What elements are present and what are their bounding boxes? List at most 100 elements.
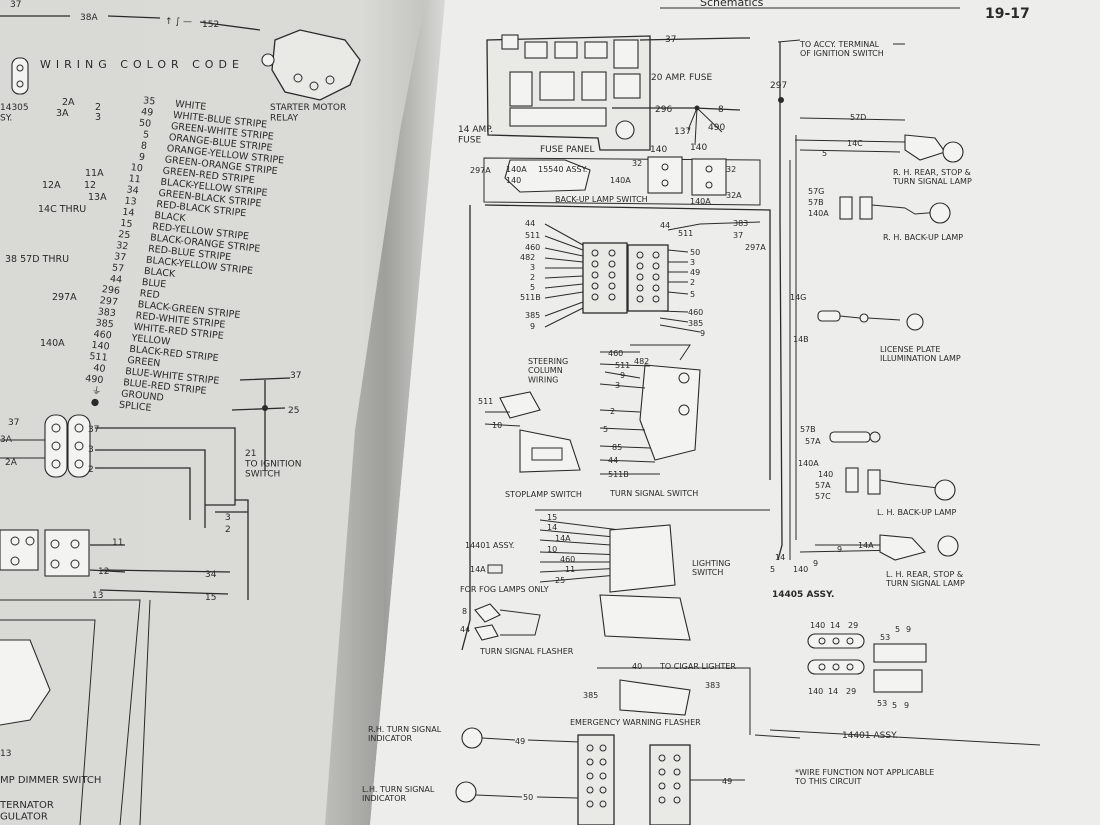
cd-top-14: 14 bbox=[830, 621, 840, 630]
color-code-number: 296 bbox=[101, 284, 120, 297]
rc-wire-2: 511 bbox=[678, 229, 693, 238]
ts-wire-85: 85 bbox=[612, 443, 622, 452]
ls-wire-15: 15 bbox=[547, 513, 557, 522]
page-gutter bbox=[325, 0, 445, 825]
flasher-wire-8: 8 bbox=[462, 607, 467, 616]
cd-top-9: 9 bbox=[906, 625, 911, 634]
color-code-alias: 38 57D THRU bbox=[5, 254, 69, 265]
lc-wire-1: 44 bbox=[525, 219, 535, 228]
ind-wire-50: 50 bbox=[523, 793, 533, 802]
emergency-flasher-label: EMERGENCY WARNING FLASHER bbox=[570, 718, 701, 727]
color-code-name: WHITE bbox=[175, 99, 207, 113]
ef-wire-383: 383 bbox=[705, 681, 720, 690]
connector-14401-detail: 140 14 29 53 5 9 140 14 29 53 5 9 14401 … bbox=[754, 621, 1041, 786]
color-code-name: SPLICE bbox=[118, 400, 151, 414]
ls-wire-10: 10 bbox=[547, 545, 557, 554]
color-code-name: RED bbox=[139, 288, 160, 301]
assy-14405-label: 14405 ASSY. bbox=[772, 590, 834, 600]
rw-9: 9 bbox=[837, 545, 842, 554]
cigar-lighter-label: TO CIGAR LIGHTER bbox=[659, 662, 736, 671]
color-code-alias: 297A bbox=[52, 292, 77, 303]
backup-wire-32a: 32A bbox=[726, 191, 742, 200]
cd-bot-9: 9 bbox=[904, 701, 909, 710]
ls-wire-460: 460 bbox=[560, 555, 575, 564]
bottom-connector-right bbox=[649, 744, 691, 825]
ts-wire-2: 2 bbox=[610, 407, 615, 416]
fuse-panel-diagram: FUSE PANEL 20 AMP. FUSE 14 AMP.FUSE 37 2… bbox=[458, 34, 750, 155]
fuse-wire-490: 490 bbox=[708, 123, 725, 133]
rw-57c: 57C bbox=[815, 492, 831, 501]
fuse-14-label: 14 AMP.FUSE bbox=[458, 125, 493, 145]
backup-wire-32b: 32 bbox=[726, 165, 736, 174]
rc-wire-10: 9 bbox=[700, 329, 705, 338]
rc-wire-383: 383 bbox=[733, 219, 748, 228]
color-code-alias-short: 3 bbox=[95, 112, 101, 123]
color-code-number: 13 bbox=[124, 196, 137, 208]
lp-w-37c: 37 bbox=[88, 425, 99, 435]
lh-rear-lamp-label: L. H. REAR, STOP &TURN SIGNAL LAMP bbox=[885, 570, 965, 588]
header-fragment: Schematics bbox=[700, 0, 764, 9]
ts-wire-511b: 511B bbox=[608, 470, 629, 479]
color-code-number: 49 bbox=[141, 106, 154, 118]
backup-lamp-switch: 140A 140 15540 ASSY. 32 32 32A 140A 140A… bbox=[470, 156, 761, 206]
stoplamp-wire-511: 511 bbox=[478, 397, 493, 406]
color-code-number: 490 bbox=[85, 373, 104, 386]
cd-top-29: 29 bbox=[848, 621, 858, 630]
main-harness-wire bbox=[461, 205, 471, 651]
backup-switch-label: BACK-UP LAMP SWITCH bbox=[555, 195, 648, 204]
backup-wire-140a-b: 140A bbox=[610, 176, 631, 185]
rw-14g: 14G bbox=[790, 293, 806, 302]
rh-backup-label: R. H. BACK-UP LAMP bbox=[883, 233, 963, 242]
backup-wire-140: 140 bbox=[506, 176, 521, 185]
rc-wire-297a: 297A bbox=[745, 243, 766, 252]
color-code-number: 383 bbox=[97, 306, 116, 319]
rw-57a: 57A bbox=[805, 437, 821, 446]
ts-wire-5: 5 bbox=[603, 425, 608, 434]
lp-w-2a: 2A bbox=[5, 458, 18, 468]
stoplamp-switch: 511 10 STOPLAMP SWITCH bbox=[478, 391, 582, 499]
color-code-alias: 11A bbox=[85, 168, 104, 179]
turn-signal-switch-label: TURN SIGNAL SWITCH bbox=[609, 489, 698, 498]
color-code-name: BLUE bbox=[141, 277, 166, 290]
ts-wire-482: 482 bbox=[634, 357, 649, 366]
lc-wire-10: 9 bbox=[530, 322, 535, 331]
fuse-wire-140: 140 bbox=[690, 143, 707, 153]
lc-wire-2: 511 bbox=[525, 231, 540, 240]
ls-wire-25: 25 bbox=[555, 576, 565, 585]
cd-bot-29: 29 bbox=[846, 687, 856, 696]
color-code-alias: 3A bbox=[56, 108, 69, 119]
lp-w-11: 11 bbox=[112, 538, 123, 548]
color-code-number: 8 bbox=[140, 140, 147, 152]
ind-wire-49b: 49 bbox=[722, 777, 732, 786]
color-code-name: BLACK bbox=[143, 266, 176, 280]
color-code-number: 57 bbox=[111, 262, 124, 274]
left-page-shape bbox=[0, 0, 425, 825]
rw-5: 5 bbox=[822, 149, 827, 158]
rw-57d: 57D bbox=[850, 113, 866, 122]
color-code-number: 44 bbox=[109, 274, 122, 286]
color-code-number: 297 bbox=[99, 295, 118, 308]
steering-column-connector-left: 44 511 460 482 3 2 5 511B 385 9 bbox=[520, 219, 628, 331]
color-code-number: 34 bbox=[126, 184, 139, 196]
color-code-number: 40 bbox=[93, 363, 106, 375]
lh-backup-label: L. H. BACK-UP LAMP bbox=[877, 508, 956, 517]
color-code-number: 32 bbox=[116, 240, 129, 252]
color-code-number: ⏚ bbox=[91, 385, 102, 397]
cd-top-140: 140 bbox=[810, 621, 825, 630]
lp-w-13b: 13 bbox=[0, 749, 11, 759]
rw-140a: 140A bbox=[808, 209, 829, 218]
color-code-alias: 13A bbox=[88, 192, 107, 203]
color-code-number: 9 bbox=[138, 152, 145, 164]
lc-wire-5: 3 bbox=[530, 263, 535, 272]
bottom-connector-left bbox=[577, 734, 615, 825]
assy-14401-label: 14401 ASSY. bbox=[465, 541, 514, 550]
rc-wire-5: 49 bbox=[690, 268, 700, 277]
rw-14b: 14B bbox=[793, 335, 809, 344]
fuse-20-label: 20 AMP. FUSE bbox=[651, 73, 712, 83]
